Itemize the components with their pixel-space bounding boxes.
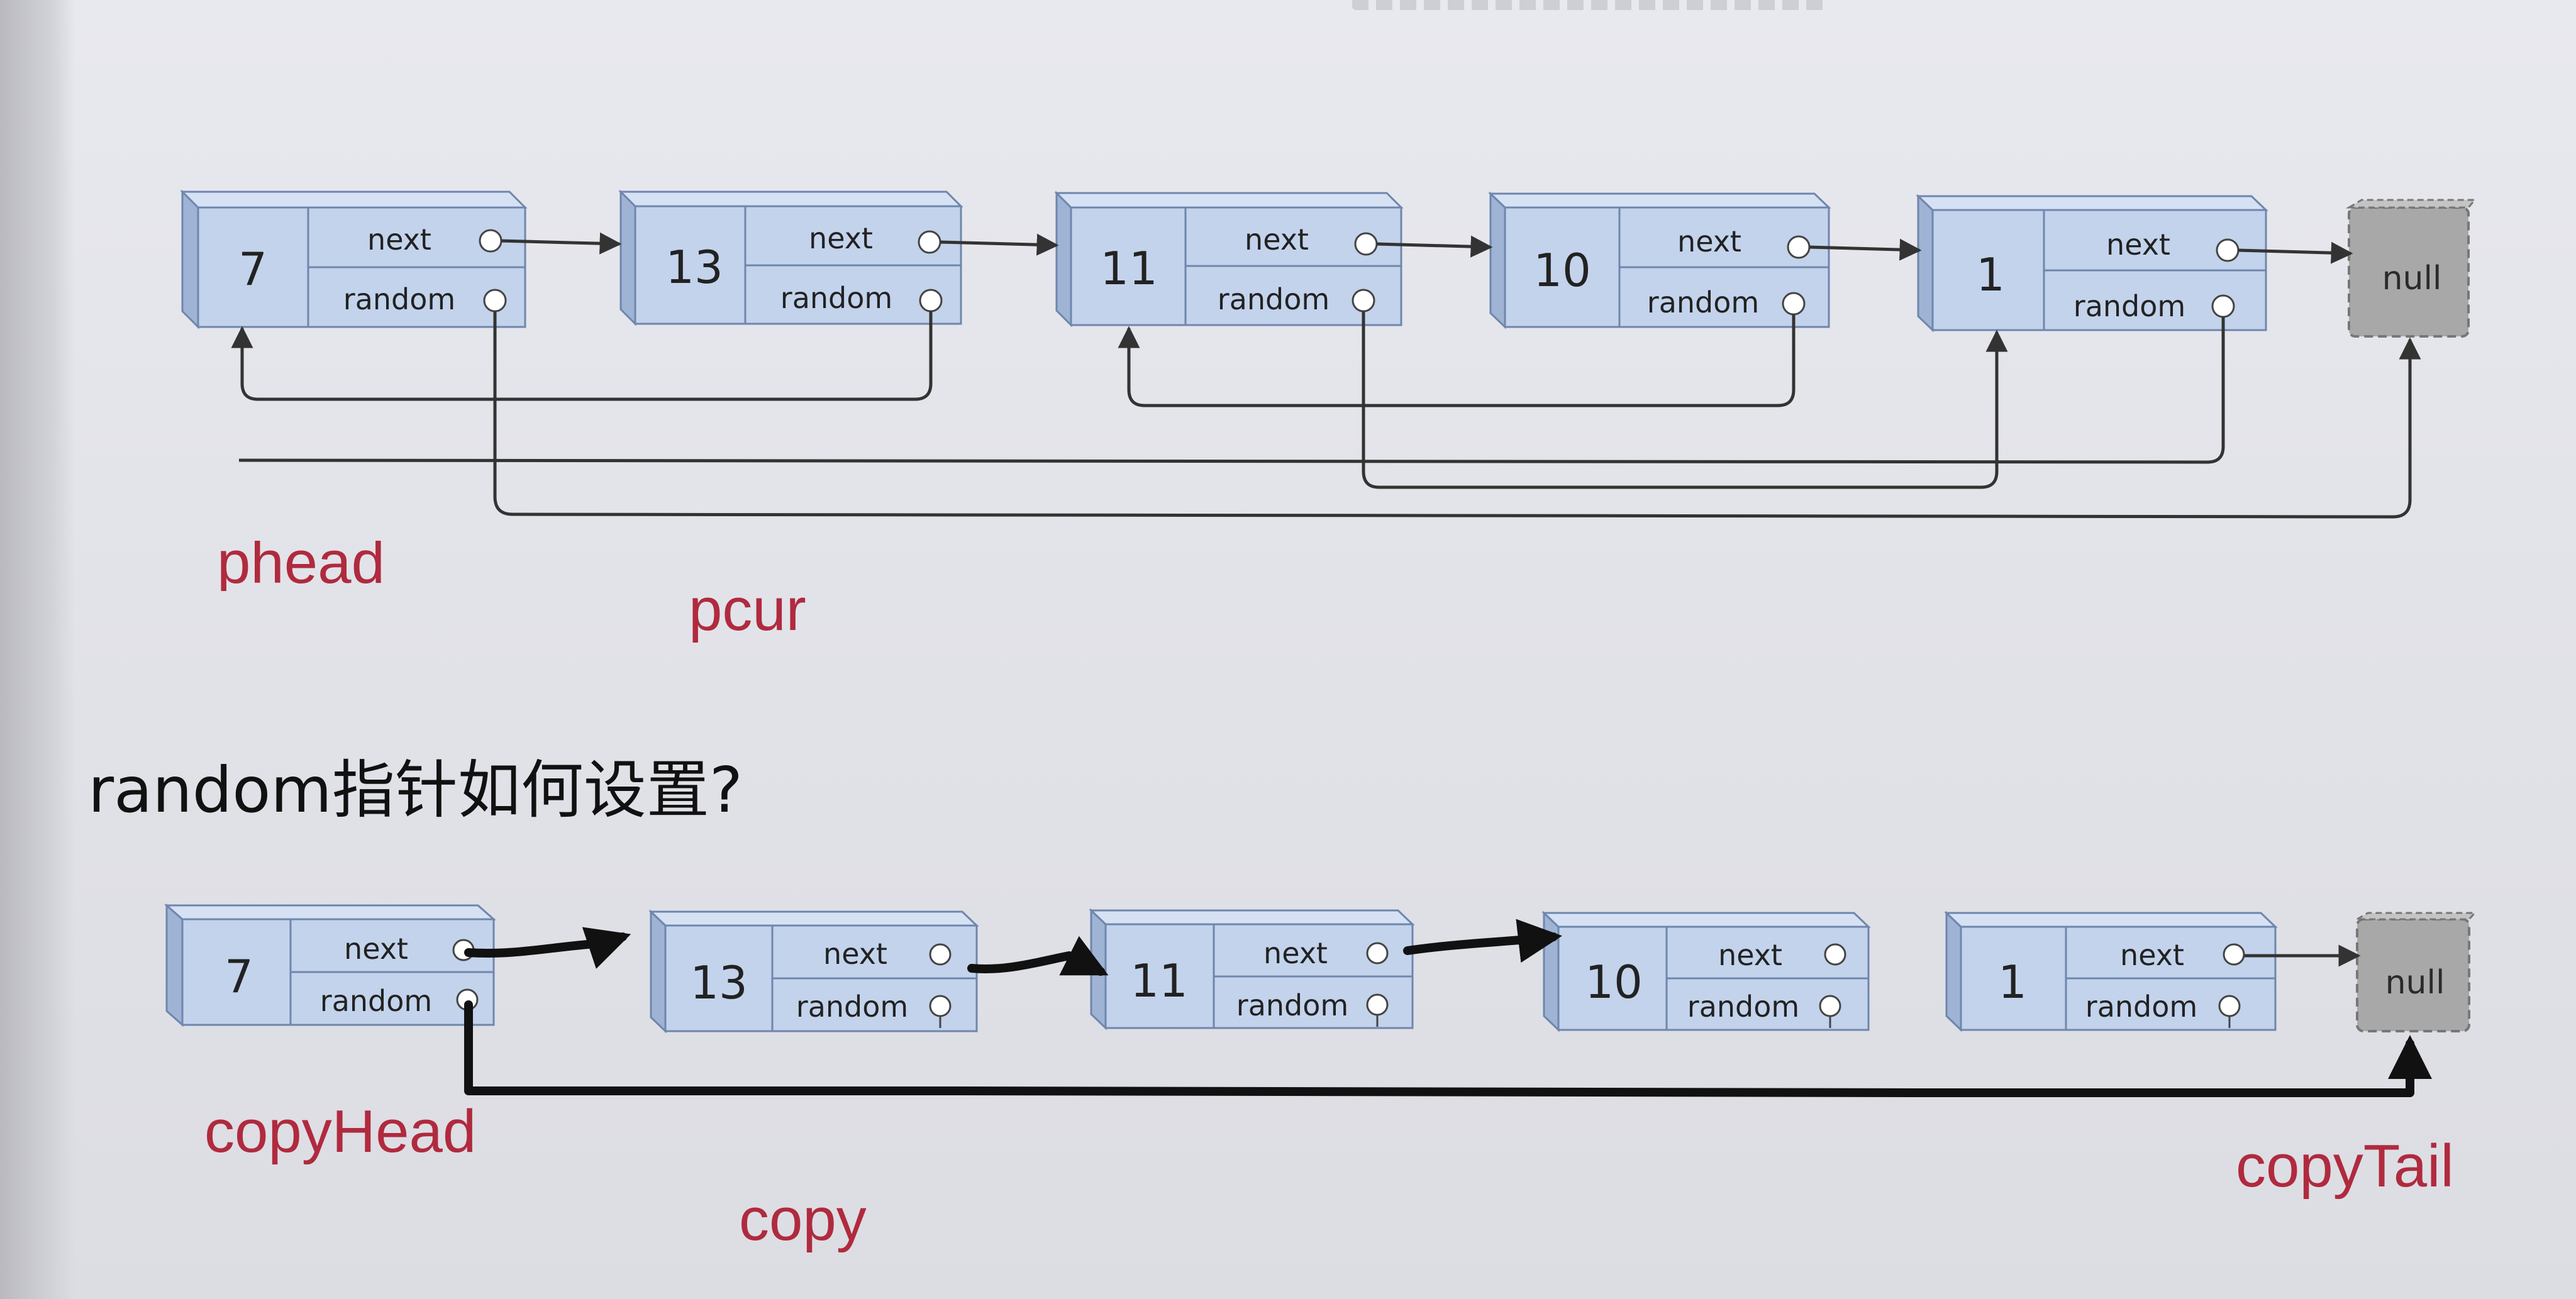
next-field: next	[823, 937, 887, 971]
next-pointer-icon	[1787, 235, 1811, 259]
node-value: 1	[1976, 248, 2005, 301]
cut-off-title	[1352, 0, 1830, 10]
original-node-11: 11 next random	[1054, 191, 1404, 328]
random-field: random	[1218, 282, 1330, 316]
original-node-10: 10 next random	[1488, 191, 1831, 329]
null-label: null	[2382, 260, 2442, 297]
random-field: random	[343, 282, 455, 316]
original-node-13: 13 next random	[618, 189, 963, 326]
random-pointer-icon	[2218, 995, 2241, 1017]
node-value: 13	[690, 956, 748, 1009]
next-field: next	[1718, 938, 1782, 972]
next-field: next	[2120, 938, 2184, 972]
node-value: 1	[1998, 956, 2027, 1009]
copy-node-10: 10 next random	[1541, 910, 1871, 1032]
random-pointer-icon	[929, 995, 952, 1017]
random-pointer-icon	[919, 289, 943, 312]
node-value: 7	[238, 243, 267, 296]
node-value: 10	[1585, 956, 1643, 1009]
node-value: 11	[1100, 242, 1158, 295]
random-field: random	[1687, 990, 1799, 1024]
copy-node-7: 7 next random	[164, 903, 496, 1027]
next-field: next	[367, 223, 431, 257]
next-pointer-icon	[918, 230, 941, 254]
node-value: 13	[665, 241, 723, 294]
random-pointer-icon	[1782, 292, 1806, 316]
null-label: null	[2385, 964, 2445, 1002]
copy-node-1: 1 next random	[1944, 910, 2278, 1032]
copy-list: 7 next random 13 next random	[164, 903, 2477, 1097]
next-field: next	[1263, 936, 1328, 970]
random-field: random	[2074, 289, 2185, 323]
original-list: 7 next random 13 next random 11	[180, 189, 2477, 519]
next-pointer-icon	[929, 943, 952, 966]
next-pointer-icon	[1824, 943, 1846, 966]
node-value: 10	[1533, 244, 1591, 297]
question-text: random指针如何设置?	[88, 753, 743, 827]
random-field: random	[780, 281, 892, 315]
random-pointer-icon	[483, 289, 507, 312]
next-pointer-icon	[479, 229, 502, 253]
original-null-node: null	[2345, 199, 2477, 338]
original-node-7: 7 next random	[180, 189, 528, 329]
next-pointer-icon	[2223, 943, 2245, 966]
next-field: next	[809, 221, 873, 255]
copy-node-11: 11 next random	[1089, 908, 1415, 1031]
random-pointer-icon	[1366, 993, 1389, 1016]
next-field: next	[1245, 223, 1309, 257]
pcur-label: pcur	[689, 576, 806, 643]
random-arrows	[231, 311, 2421, 519]
random-field: random	[1236, 988, 1348, 1022]
random-pointer-icon	[2211, 294, 2235, 318]
next-pointer-icon	[1354, 232, 1378, 256]
random-field: random	[796, 990, 908, 1024]
copy-tail-label: copyTail	[2236, 1132, 2454, 1200]
original-node-1: 1 next random	[1916, 194, 2268, 333]
next-pointer-icon	[1366, 942, 1389, 965]
copy-head-label: copyHead	[204, 1098, 477, 1165]
copy-null-node: null	[2353, 912, 2477, 1032]
screen-bezel	[0, 0, 75, 1299]
random-field: random	[1647, 285, 1759, 319]
next-field: next	[2106, 228, 2170, 262]
node-value: 11	[1130, 954, 1188, 1007]
next-pointer-icon	[2216, 238, 2240, 262]
phead-label: phead	[217, 541, 385, 591]
copy-label: copy	[739, 1186, 867, 1253]
hand-drawn-next-arrows	[464, 919, 1562, 976]
random-field: random	[2085, 990, 2197, 1024]
node-value: 7	[225, 950, 253, 1003]
hand-drawn-random-arrow	[464, 1000, 2432, 1097]
next-arrows	[501, 232, 2353, 264]
random-field: random	[320, 984, 432, 1018]
random-pointer-icon	[1819, 995, 1841, 1017]
next-field: next	[1677, 224, 1741, 258]
copy-node-13: 13 next random	[648, 909, 979, 1034]
next-field: next	[344, 932, 408, 966]
random-pointer-icon	[1352, 289, 1375, 312]
